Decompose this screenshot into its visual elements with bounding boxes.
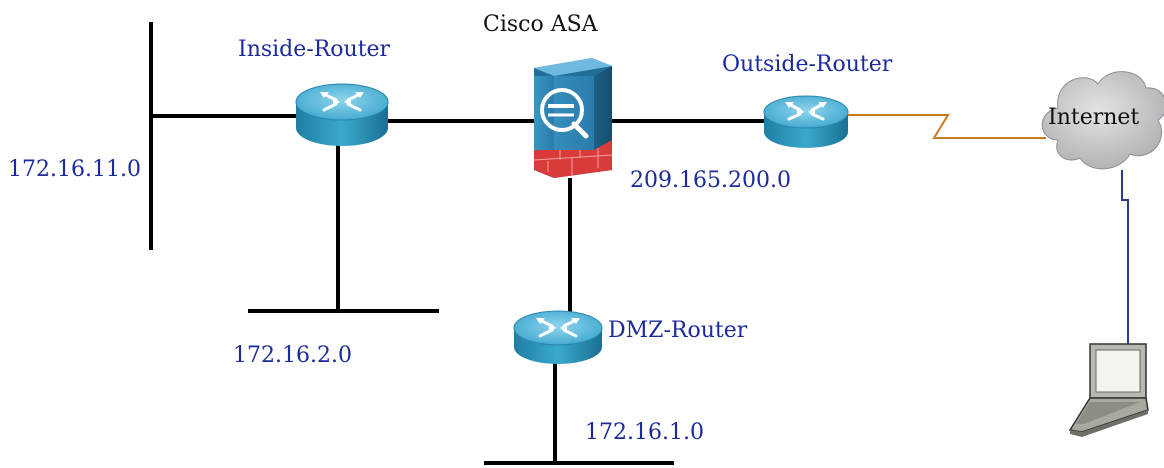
inside-router-label: Inside-Router (238, 37, 391, 62)
internet-label: Internet (1048, 105, 1140, 130)
dmz-router-label: DMZ-Router (608, 318, 748, 343)
serial-link-outside-internet (848, 114, 1046, 139)
inside-router-icon (295, 83, 389, 146)
link-internet-laptop (1121, 170, 1129, 347)
outside-router-label: Outside-Router (722, 52, 893, 77)
laptop-icon (1068, 343, 1149, 437)
cisco-asa-firewall-icon (533, 58, 613, 178)
inside-sub-network-label: 172.16.2.0 (233, 343, 352, 368)
dmz-network-label: 172.16.1.0 (585, 420, 704, 445)
internet-cloud-icon (1041, 71, 1164, 170)
cisco-asa-label: Cisco ASA (483, 12, 598, 37)
dmz-router-icon (513, 310, 603, 364)
outside-router-icon (763, 95, 849, 148)
outside-network-label: 209.165.200.0 (630, 168, 791, 193)
inside-lan-network-label: 172.16.11.0 (8, 157, 141, 182)
